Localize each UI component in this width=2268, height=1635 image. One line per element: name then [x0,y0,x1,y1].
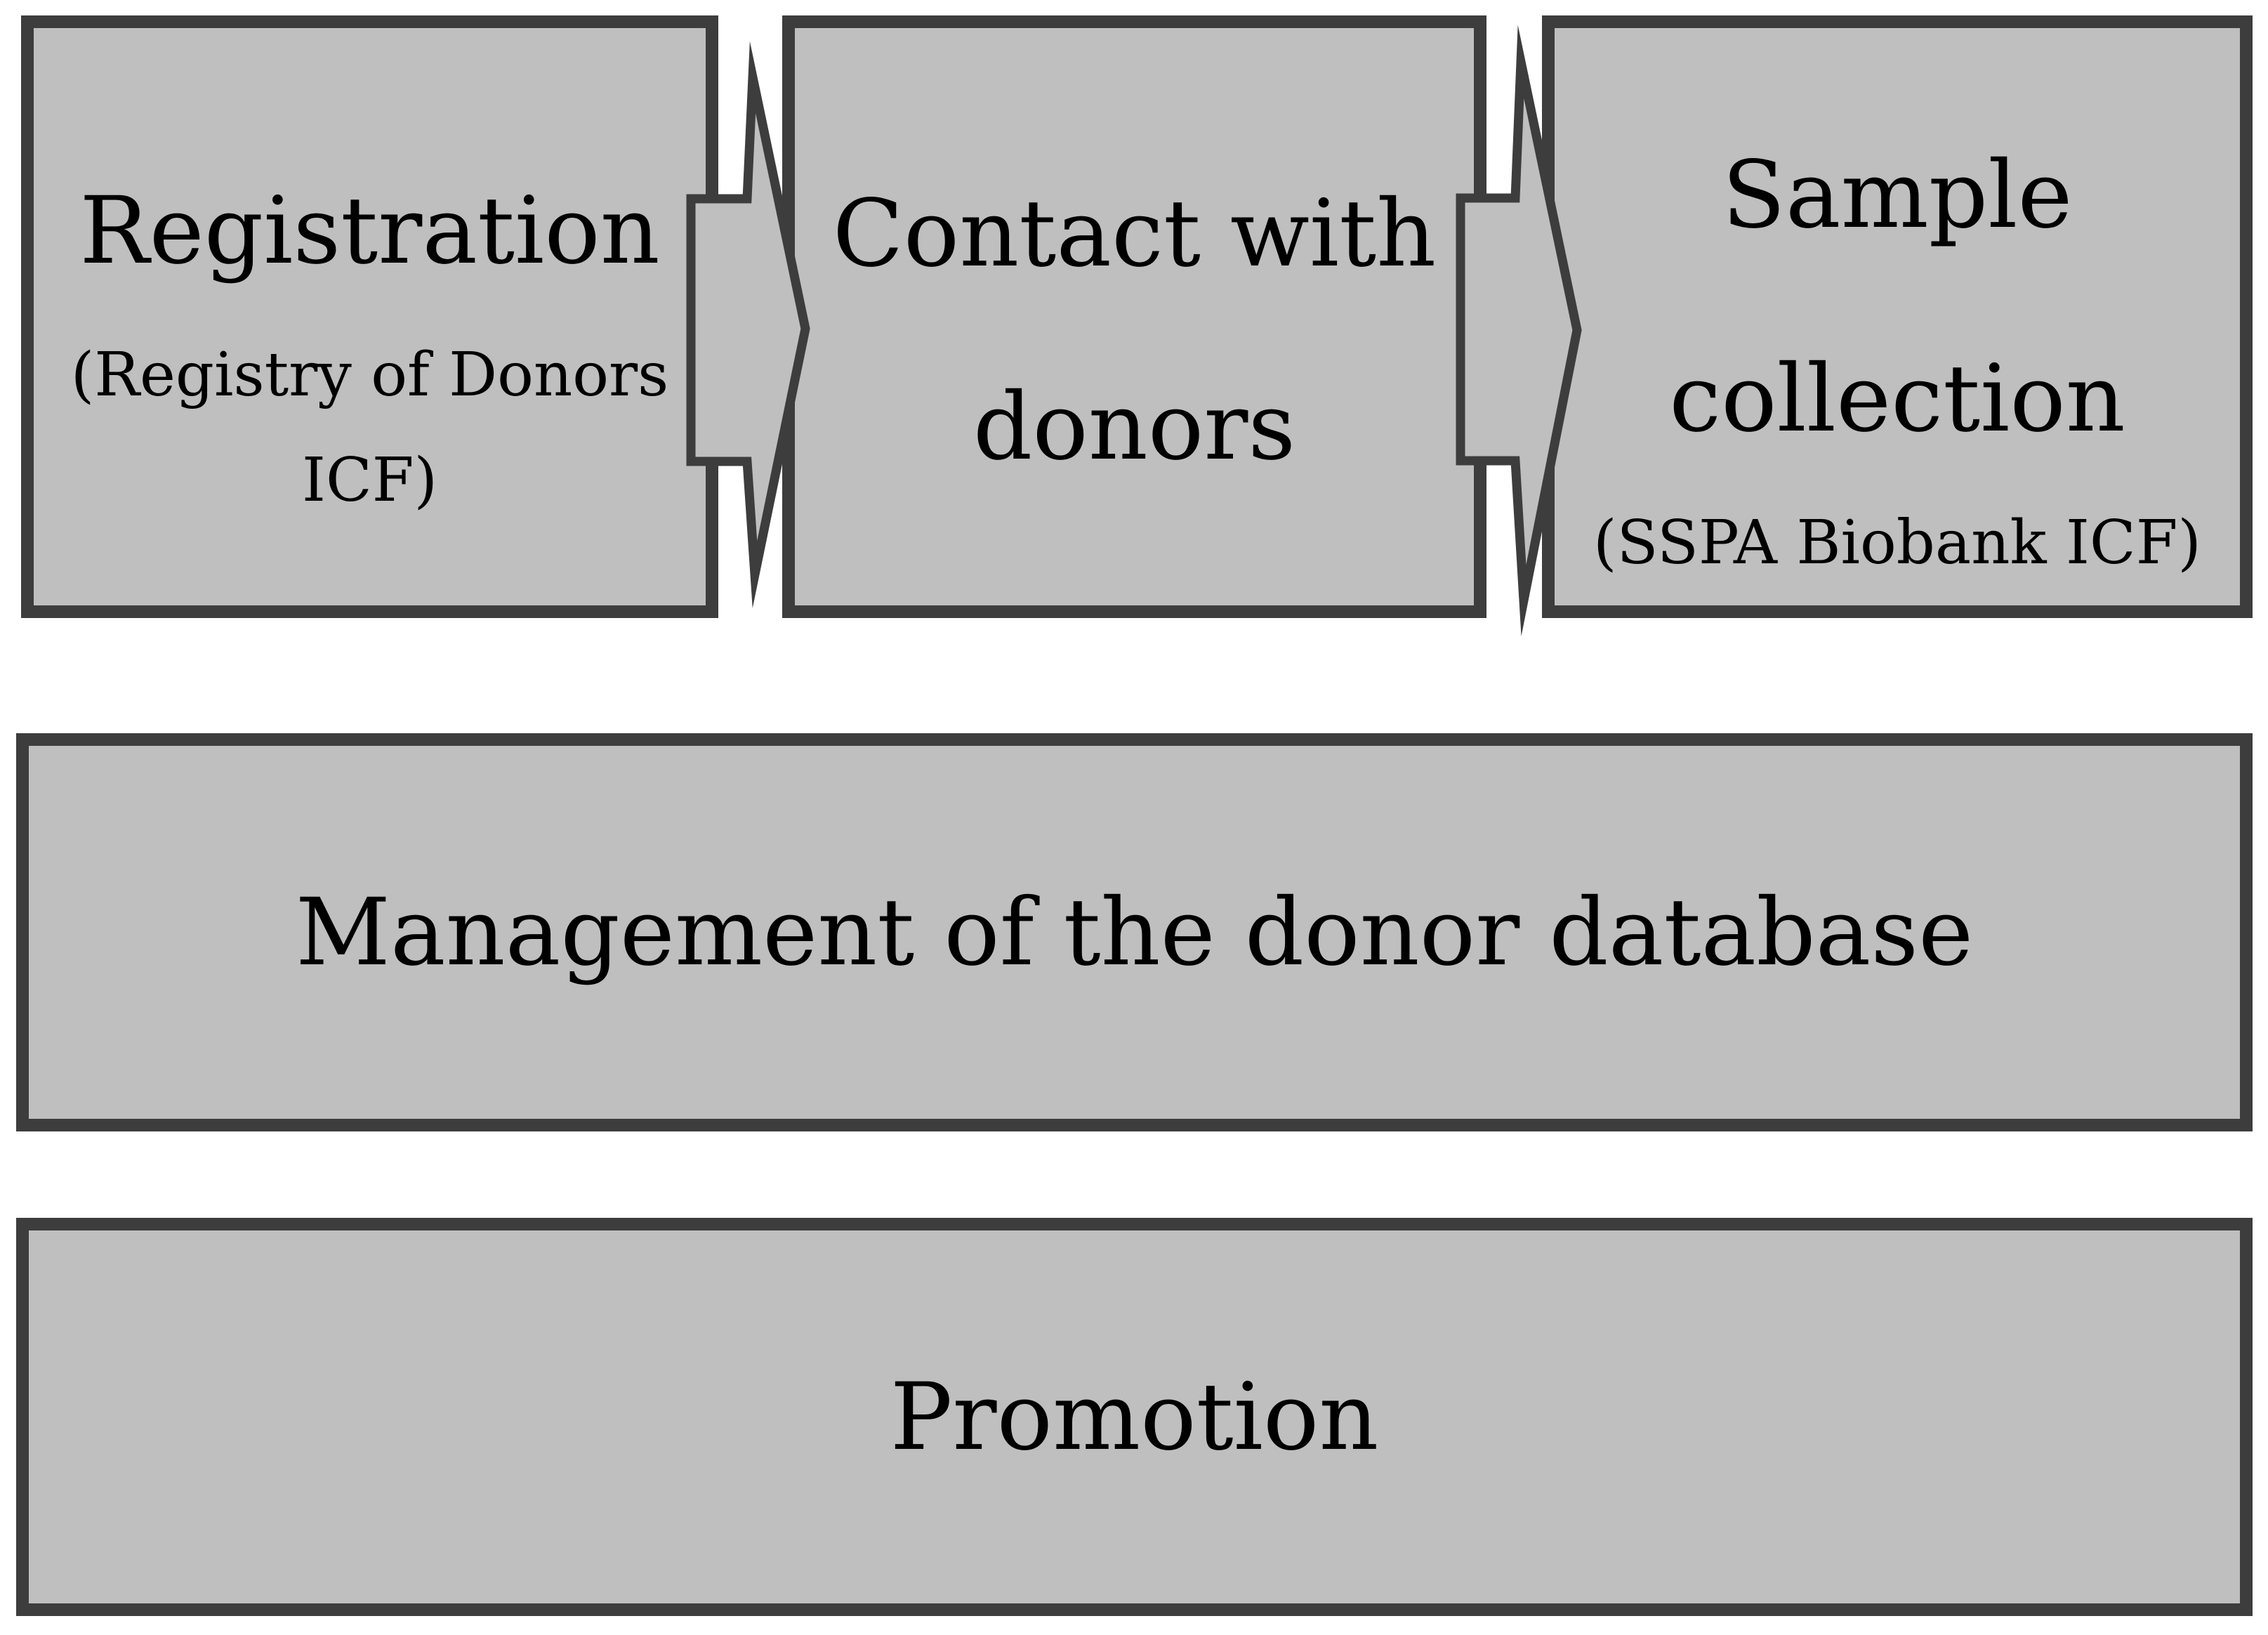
flow-box-contact-with-donors: Contact with donors [782,15,1486,618]
box-title: Contact with donors [832,180,1437,481]
flow-band-management: Management of the donor database [16,733,2253,1131]
flow-band-promotion: Promotion [16,1218,2253,1616]
band-label: Management of the donor database [295,878,1974,987]
flow-box-sample-collection: Sample collection (SSPA Biobank ICF) [1542,15,2253,618]
box-title: Sample collection [1669,141,2125,453]
flow-box-registration: Registration (Registry of Donors ICF) [21,15,718,618]
box-subtitle: (SSPA Biobank ICF) [1593,508,2201,578]
box-subtitle: (Registry of Donors ICF) [70,340,669,516]
band-label: Promotion [890,1362,1379,1471]
box-title: Registration [79,177,660,285]
